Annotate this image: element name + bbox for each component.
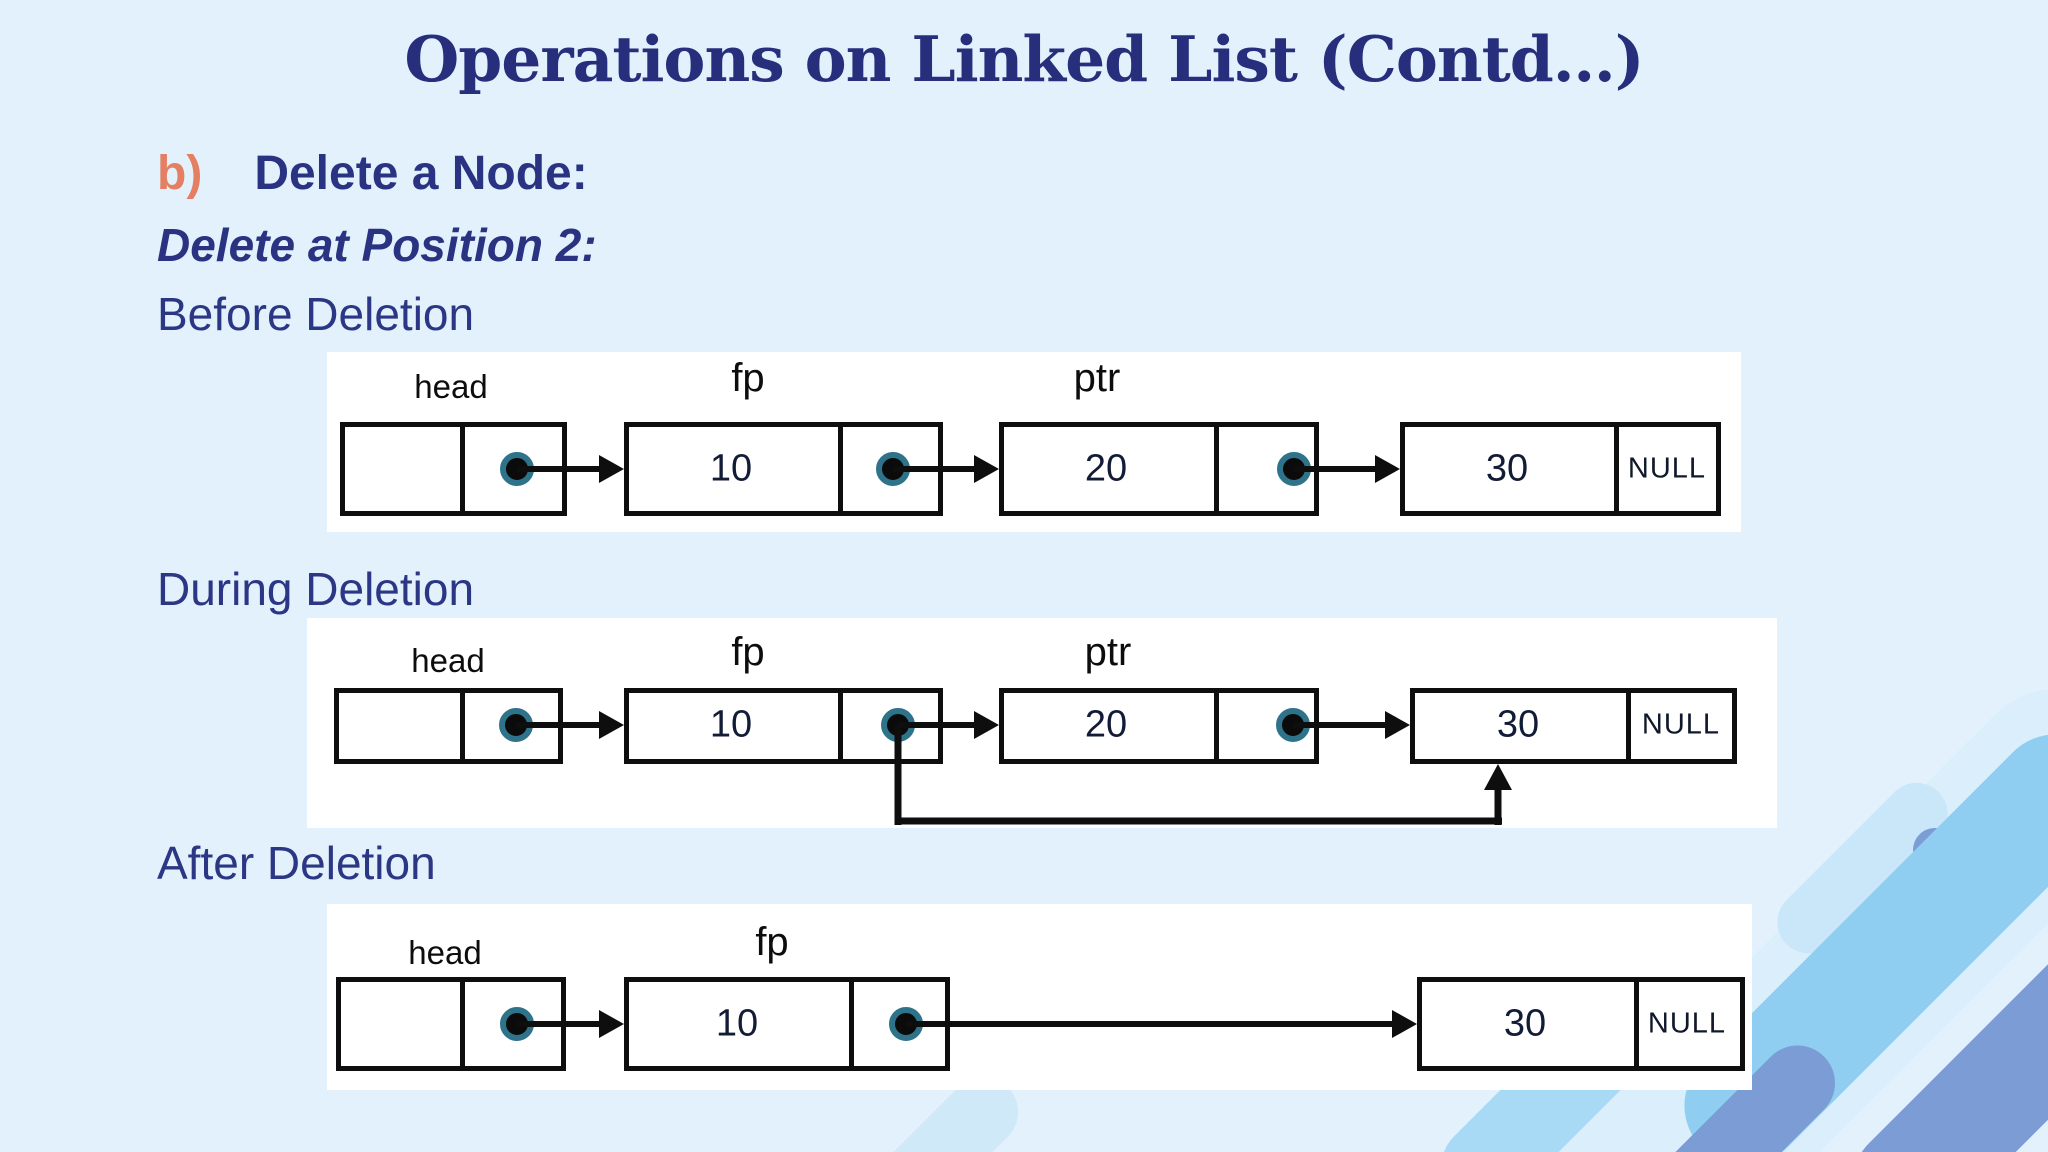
node-box-30	[1410, 688, 1737, 764]
arrow-right-icon	[974, 455, 999, 483]
cell-divider	[1614, 427, 1619, 511]
arrow-right-icon	[1392, 1010, 1417, 1038]
null-label: NULL	[1647, 1007, 1727, 1040]
subtitle: Delete at Position 2:	[157, 219, 597, 271]
node-value: 10	[715, 1002, 759, 1045]
node-value: 30	[1485, 447, 1529, 490]
cell-divider	[1214, 693, 1219, 759]
diagram-after-deletion: head fp 10 30 NULL	[327, 904, 1752, 1090]
link-arrow-line	[516, 722, 602, 728]
diagram-before-deletion: head fp ptr 10 20 30 NULL	[327, 352, 1741, 532]
redirect-arrow-up-segment	[1494, 786, 1502, 825]
node-box-20	[999, 688, 1319, 764]
ptr-pointer-label: ptr	[1073, 356, 1121, 400]
cell-divider	[1626, 693, 1631, 759]
bullet-text: Delete a Node:	[254, 147, 588, 200]
link-arrow-line	[517, 466, 602, 472]
link-arrow-line	[898, 722, 977, 728]
node-value: 30	[1503, 1002, 1547, 1045]
link-arrow-line	[517, 1021, 602, 1027]
page-title: Operations on Linked List (Contd…)	[404, 22, 1644, 96]
section-label-during: During Deletion	[157, 563, 475, 615]
node-value: 30	[1496, 703, 1540, 746]
arrow-right-icon	[974, 711, 999, 739]
head-pointer-label: head	[411, 642, 485, 679]
bullet-line: b) Delete a Node:	[157, 146, 588, 201]
null-label: NULL	[1627, 452, 1707, 485]
fp-pointer-label: fp	[731, 630, 765, 674]
arrow-right-icon	[599, 1010, 624, 1038]
redirect-arrow-down-segment	[894, 725, 902, 825]
cell-divider	[838, 693, 843, 759]
arrow-right-icon	[1385, 711, 1410, 739]
arrow-right-icon	[599, 455, 624, 483]
fp-pointer-label: fp	[731, 356, 765, 400]
node-value: 20	[1084, 703, 1128, 746]
arrow-up-icon	[1484, 764, 1512, 790]
arrow-right-icon	[599, 711, 624, 739]
cell-divider	[1634, 982, 1639, 1066]
diagram-during-deletion: head fp ptr 10 20 30 NULL	[307, 618, 1777, 828]
null-label: NULL	[1641, 708, 1721, 741]
cell-divider	[460, 982, 465, 1066]
arrow-right-icon	[1375, 455, 1400, 483]
cell-divider	[849, 982, 854, 1066]
ptr-pointer-label: ptr	[1084, 630, 1132, 674]
head-pointer-label: head	[414, 368, 488, 405]
node-box-30	[1417, 977, 1745, 1071]
link-arrow-line	[1294, 466, 1378, 472]
redirect-arrow-horizontal-segment	[895, 817, 1502, 825]
cell-divider	[460, 693, 465, 759]
fp-pointer-label: fp	[755, 920, 789, 964]
section-label-after: After Deletion	[157, 837, 436, 889]
node-value: 10	[709, 447, 753, 490]
node-value: 20	[1084, 447, 1128, 490]
cell-divider	[1214, 427, 1219, 511]
link-arrow-line	[893, 466, 976, 472]
cell-divider	[460, 427, 465, 511]
cell-divider	[838, 427, 843, 511]
head-pointer-label: head	[408, 934, 482, 971]
node-box-20	[999, 422, 1319, 516]
bullet-letter: b)	[157, 147, 203, 200]
node-value: 10	[709, 703, 753, 746]
long-link-arrow-line	[906, 1021, 1395, 1027]
section-label-before: Before Deletion	[157, 288, 475, 340]
node-box-30	[1400, 422, 1721, 516]
link-arrow-line	[1293, 722, 1388, 728]
